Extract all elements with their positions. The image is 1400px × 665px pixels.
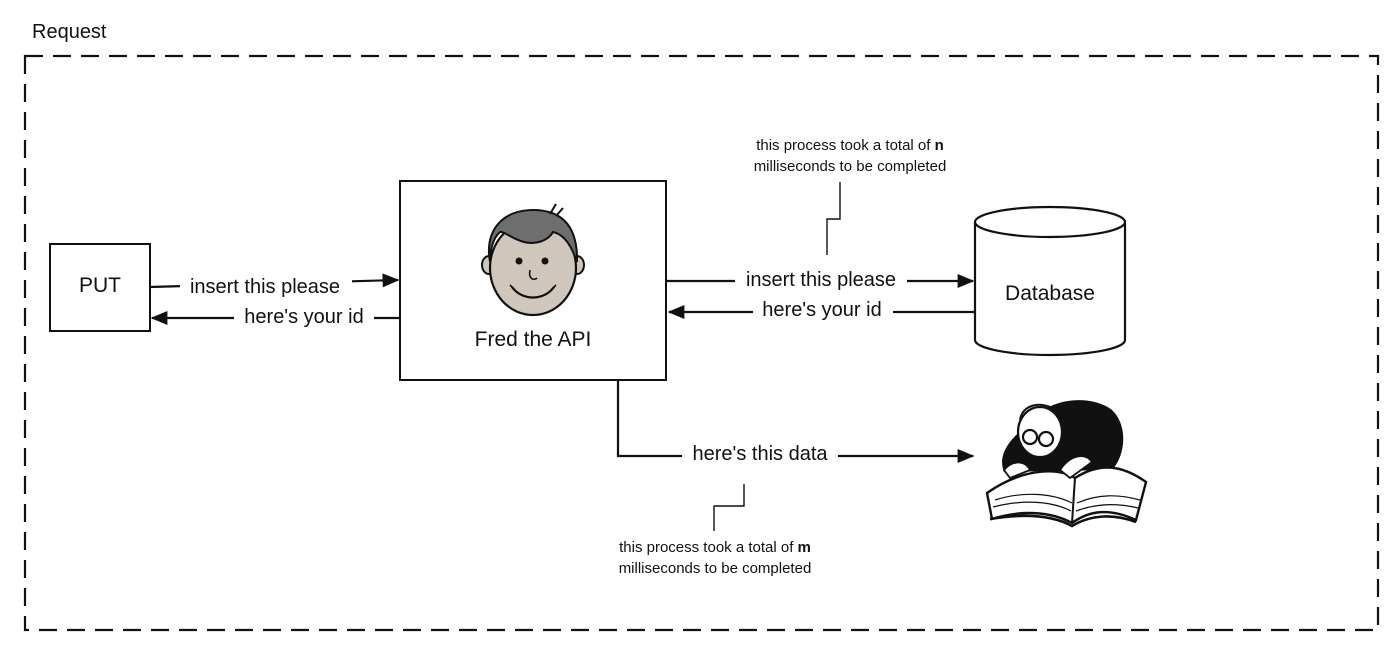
request-frame bbox=[23, 54, 1380, 632]
db-to-api-label: here's your id bbox=[762, 299, 881, 321]
api-to-db-arrow: insert this please bbox=[667, 266, 975, 292]
put-to-api-arrow: insert this please bbox=[149, 272, 400, 298]
db-note-line2: milliseconds to be completed bbox=[754, 158, 947, 175]
api-to-put-label: here's your id bbox=[244, 306, 363, 328]
api-to-put-arrow: here's your id bbox=[150, 304, 400, 330]
api-label: Fred the API bbox=[475, 328, 592, 351]
api-to-reader-label: here's this data bbox=[692, 443, 828, 465]
database-label: Database bbox=[1005, 282, 1095, 305]
frame-title: Request bbox=[32, 21, 107, 43]
api-to-db-label: insert this please bbox=[746, 269, 896, 291]
smiling-face-icon bbox=[481, 203, 585, 317]
put-node: PUT bbox=[49, 243, 151, 332]
api-node: Fred the API bbox=[399, 180, 667, 381]
db-note-line1: this process took a total of n bbox=[756, 137, 944, 154]
reading-person-icon bbox=[985, 400, 1148, 528]
data-note-line2: milliseconds to be completed bbox=[619, 560, 812, 577]
api-to-reader-arrow: here's this data bbox=[616, 381, 975, 467]
put-label: PUT bbox=[79, 274, 121, 297]
database-node: Database bbox=[973, 205, 1127, 357]
data-note-line1: this process took a total of m bbox=[619, 539, 811, 556]
data-timing-note: this process took a total of m milliseco… bbox=[619, 484, 812, 577]
put-to-api-label: insert this please bbox=[190, 276, 340, 298]
db-to-api-arrow: here's your id bbox=[667, 297, 975, 323]
db-timing-note: this process took a total of n milliseco… bbox=[754, 137, 947, 255]
